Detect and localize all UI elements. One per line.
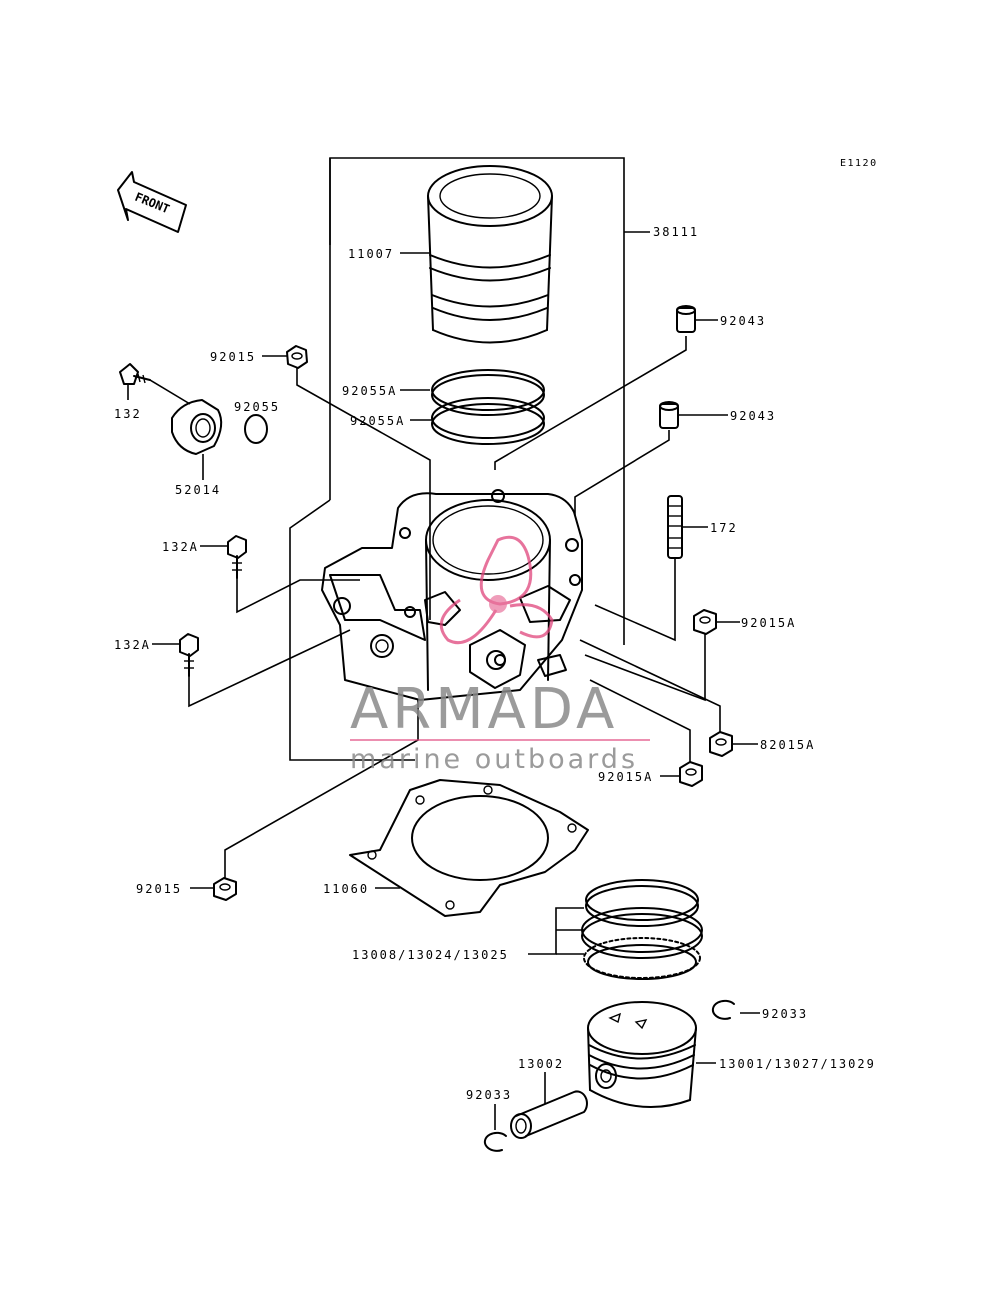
- watermark: ARMADA marine outboards: [350, 535, 650, 775]
- callout-92033-upper: 92033: [762, 1007, 808, 1021]
- callout-52014: 52014: [175, 483, 221, 497]
- callout-92055a-upper: 92055A: [342, 384, 397, 398]
- nut-92015a-lower: [679, 761, 703, 787]
- callout-92055: 92055: [234, 400, 280, 414]
- water-fitting-52014: [171, 399, 223, 455]
- callout-11060: 11060: [323, 882, 369, 896]
- callout-82015a: 82015A: [760, 738, 815, 752]
- watermark-subtitle: marine outboards: [350, 744, 638, 775]
- callout-92043-upper: 92043: [720, 314, 766, 328]
- callout-38111: 38111: [653, 225, 699, 239]
- piston-ring-set: [581, 879, 703, 980]
- piston-pin: [510, 1090, 588, 1139]
- callout-92015a-right: 92015A: [741, 616, 796, 630]
- cylinder-set-bracket: [289, 157, 650, 761]
- reference-code: E1120: [840, 158, 878, 169]
- piston: [587, 1001, 697, 1109]
- bolt-132: [119, 363, 151, 385]
- bolt-132a-lower: [179, 633, 199, 677]
- base-gasket: [349, 779, 589, 917]
- watermark-title: ARMADA: [350, 677, 618, 742]
- callout-11007: 11007: [348, 247, 394, 261]
- callout-92043-lower: 92043: [730, 409, 776, 423]
- callout-92055a-lower: 92055A: [350, 414, 405, 428]
- callout-132a-upper: 132A: [162, 540, 199, 554]
- callout-92033-lower: 92033: [466, 1088, 512, 1102]
- o-ring-92055a-lower: [431, 397, 545, 445]
- callout-172: 172: [710, 521, 738, 535]
- callout-132: 132: [114, 407, 142, 421]
- o-ring-92055: [244, 414, 268, 444]
- nut-92015-bottom: [213, 877, 237, 901]
- nut-92015-top: [286, 345, 308, 369]
- callout-piston: 13001/13027/13029: [719, 1057, 876, 1071]
- leader-lines: [127, 252, 760, 1130]
- watermark-logo-icon: [439, 535, 554, 645]
- stud-bolt: [667, 495, 683, 559]
- dowel-pin-upper: [676, 305, 696, 333]
- callout-13002: 13002: [518, 1057, 564, 1071]
- callout-92015-top: 92015: [210, 350, 256, 364]
- callout-92015a-lower: 92015A: [598, 770, 653, 784]
- front-arrow-icon: FRONT: [117, 171, 187, 233]
- circlip-lower: [483, 1131, 507, 1152]
- o-ring-92055a-upper: [431, 369, 545, 416]
- callout-132a-lower: 132A: [114, 638, 151, 652]
- bolt-132a-upper: [227, 535, 247, 579]
- dowel-pin-lower: [659, 401, 679, 429]
- callout-piston-rings: 13008/13024/13025: [352, 948, 509, 962]
- front-label: FRONT: [133, 190, 172, 217]
- callout-92015-bottom: 92015: [136, 882, 182, 896]
- nut-92015a-right: [693, 609, 717, 635]
- callout-labels: 38111 11007 92043 92043 92015 92055A 920…: [114, 225, 876, 1102]
- circlip-upper: [711, 999, 735, 1020]
- cylinder-liner: [427, 165, 553, 344]
- cylinder-block: [321, 489, 583, 701]
- nut-82015a: [709, 731, 733, 757]
